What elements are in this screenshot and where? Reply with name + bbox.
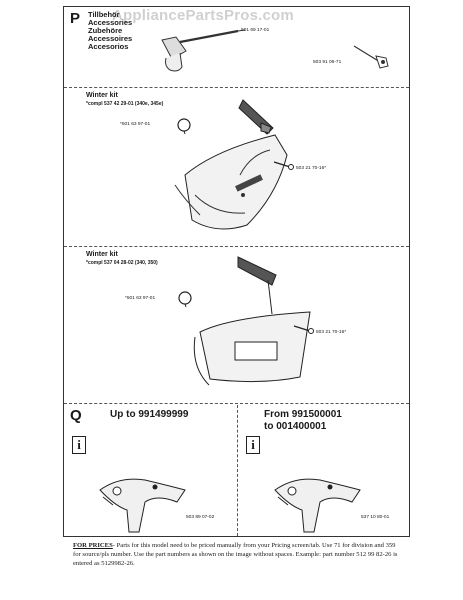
parts-diagram-frame <box>63 6 410 537</box>
pricing-note: FOR PRICES- Parts for this model need to… <box>73 541 403 568</box>
section-divider <box>64 87 409 88</box>
part-number-wrench: 501 69 17-01 <box>241 28 270 33</box>
part-number-chain-guard-left: 503 89 07-02 <box>186 515 215 520</box>
pricing-note-label: FOR PRICES <box>73 542 113 549</box>
plug-drawing <box>177 118 191 135</box>
title-english: Accessories <box>88 18 133 27</box>
chain-guard-right-drawing <box>274 478 361 533</box>
pricing-note-text: - Parts for this model need to be priced… <box>73 542 398 567</box>
part-number-plug-2: *501 63 97-01 <box>125 296 156 301</box>
part-number-bolt: 503 21 70-16* <box>296 166 327 171</box>
chain-guard-left-drawing <box>99 478 186 533</box>
part-number-chain-guard-right: 537 10 80-01 <box>361 515 390 520</box>
part-number-plug: *501 63 97-01 <box>120 122 151 127</box>
section-letter-p: P <box>70 10 81 27</box>
screw-drawing <box>353 45 389 69</box>
title-swedish: Tillbehör <box>88 10 120 19</box>
section-divider <box>64 403 409 404</box>
winter-kit-2-cover-drawing <box>193 256 311 386</box>
column-divider <box>237 405 238 536</box>
title-spanish: Accesorios <box>88 42 129 51</box>
part-number-bolt-2: 503 21 70-16* <box>316 330 347 335</box>
serial-range-right-from: From 991500001 <box>264 409 342 420</box>
winter-kit-1-title: Winter kit <box>86 92 118 99</box>
watermark: AppliancePartsPros.com <box>112 7 294 24</box>
winter-kit-2-subtitle: *compl 537 04 28-02 (340, 350) <box>86 260 158 266</box>
bolt-drawing-2 <box>293 325 314 334</box>
serial-range-right-to: to 001400001 <box>264 421 327 432</box>
section-divider <box>64 246 409 247</box>
info-icon: i <box>72 436 86 454</box>
bolt-drawing <box>273 161 294 170</box>
winter-kit-1-cover-drawing <box>174 99 288 230</box>
combination-wrench-drawing <box>161 29 246 72</box>
plug-drawing-2 <box>178 291 192 308</box>
winter-kit-2-title: Winter kit <box>86 251 118 258</box>
part-number-screw: 503 91 06-71 <box>313 60 342 65</box>
serial-range-left: Up to 991499999 <box>110 409 189 420</box>
info-icon: i <box>246 436 260 454</box>
winter-kit-1-subtitle: *compl 537 42 29-01 (340e, 345e) <box>86 101 164 107</box>
section-letter-q: Q <box>70 407 82 424</box>
accessories-titles: Tillbehör Accessories Zubehöre Accessoir… <box>88 11 132 51</box>
title-french: Accessoires <box>88 34 133 43</box>
title-german: Zubehöre <box>88 26 123 35</box>
